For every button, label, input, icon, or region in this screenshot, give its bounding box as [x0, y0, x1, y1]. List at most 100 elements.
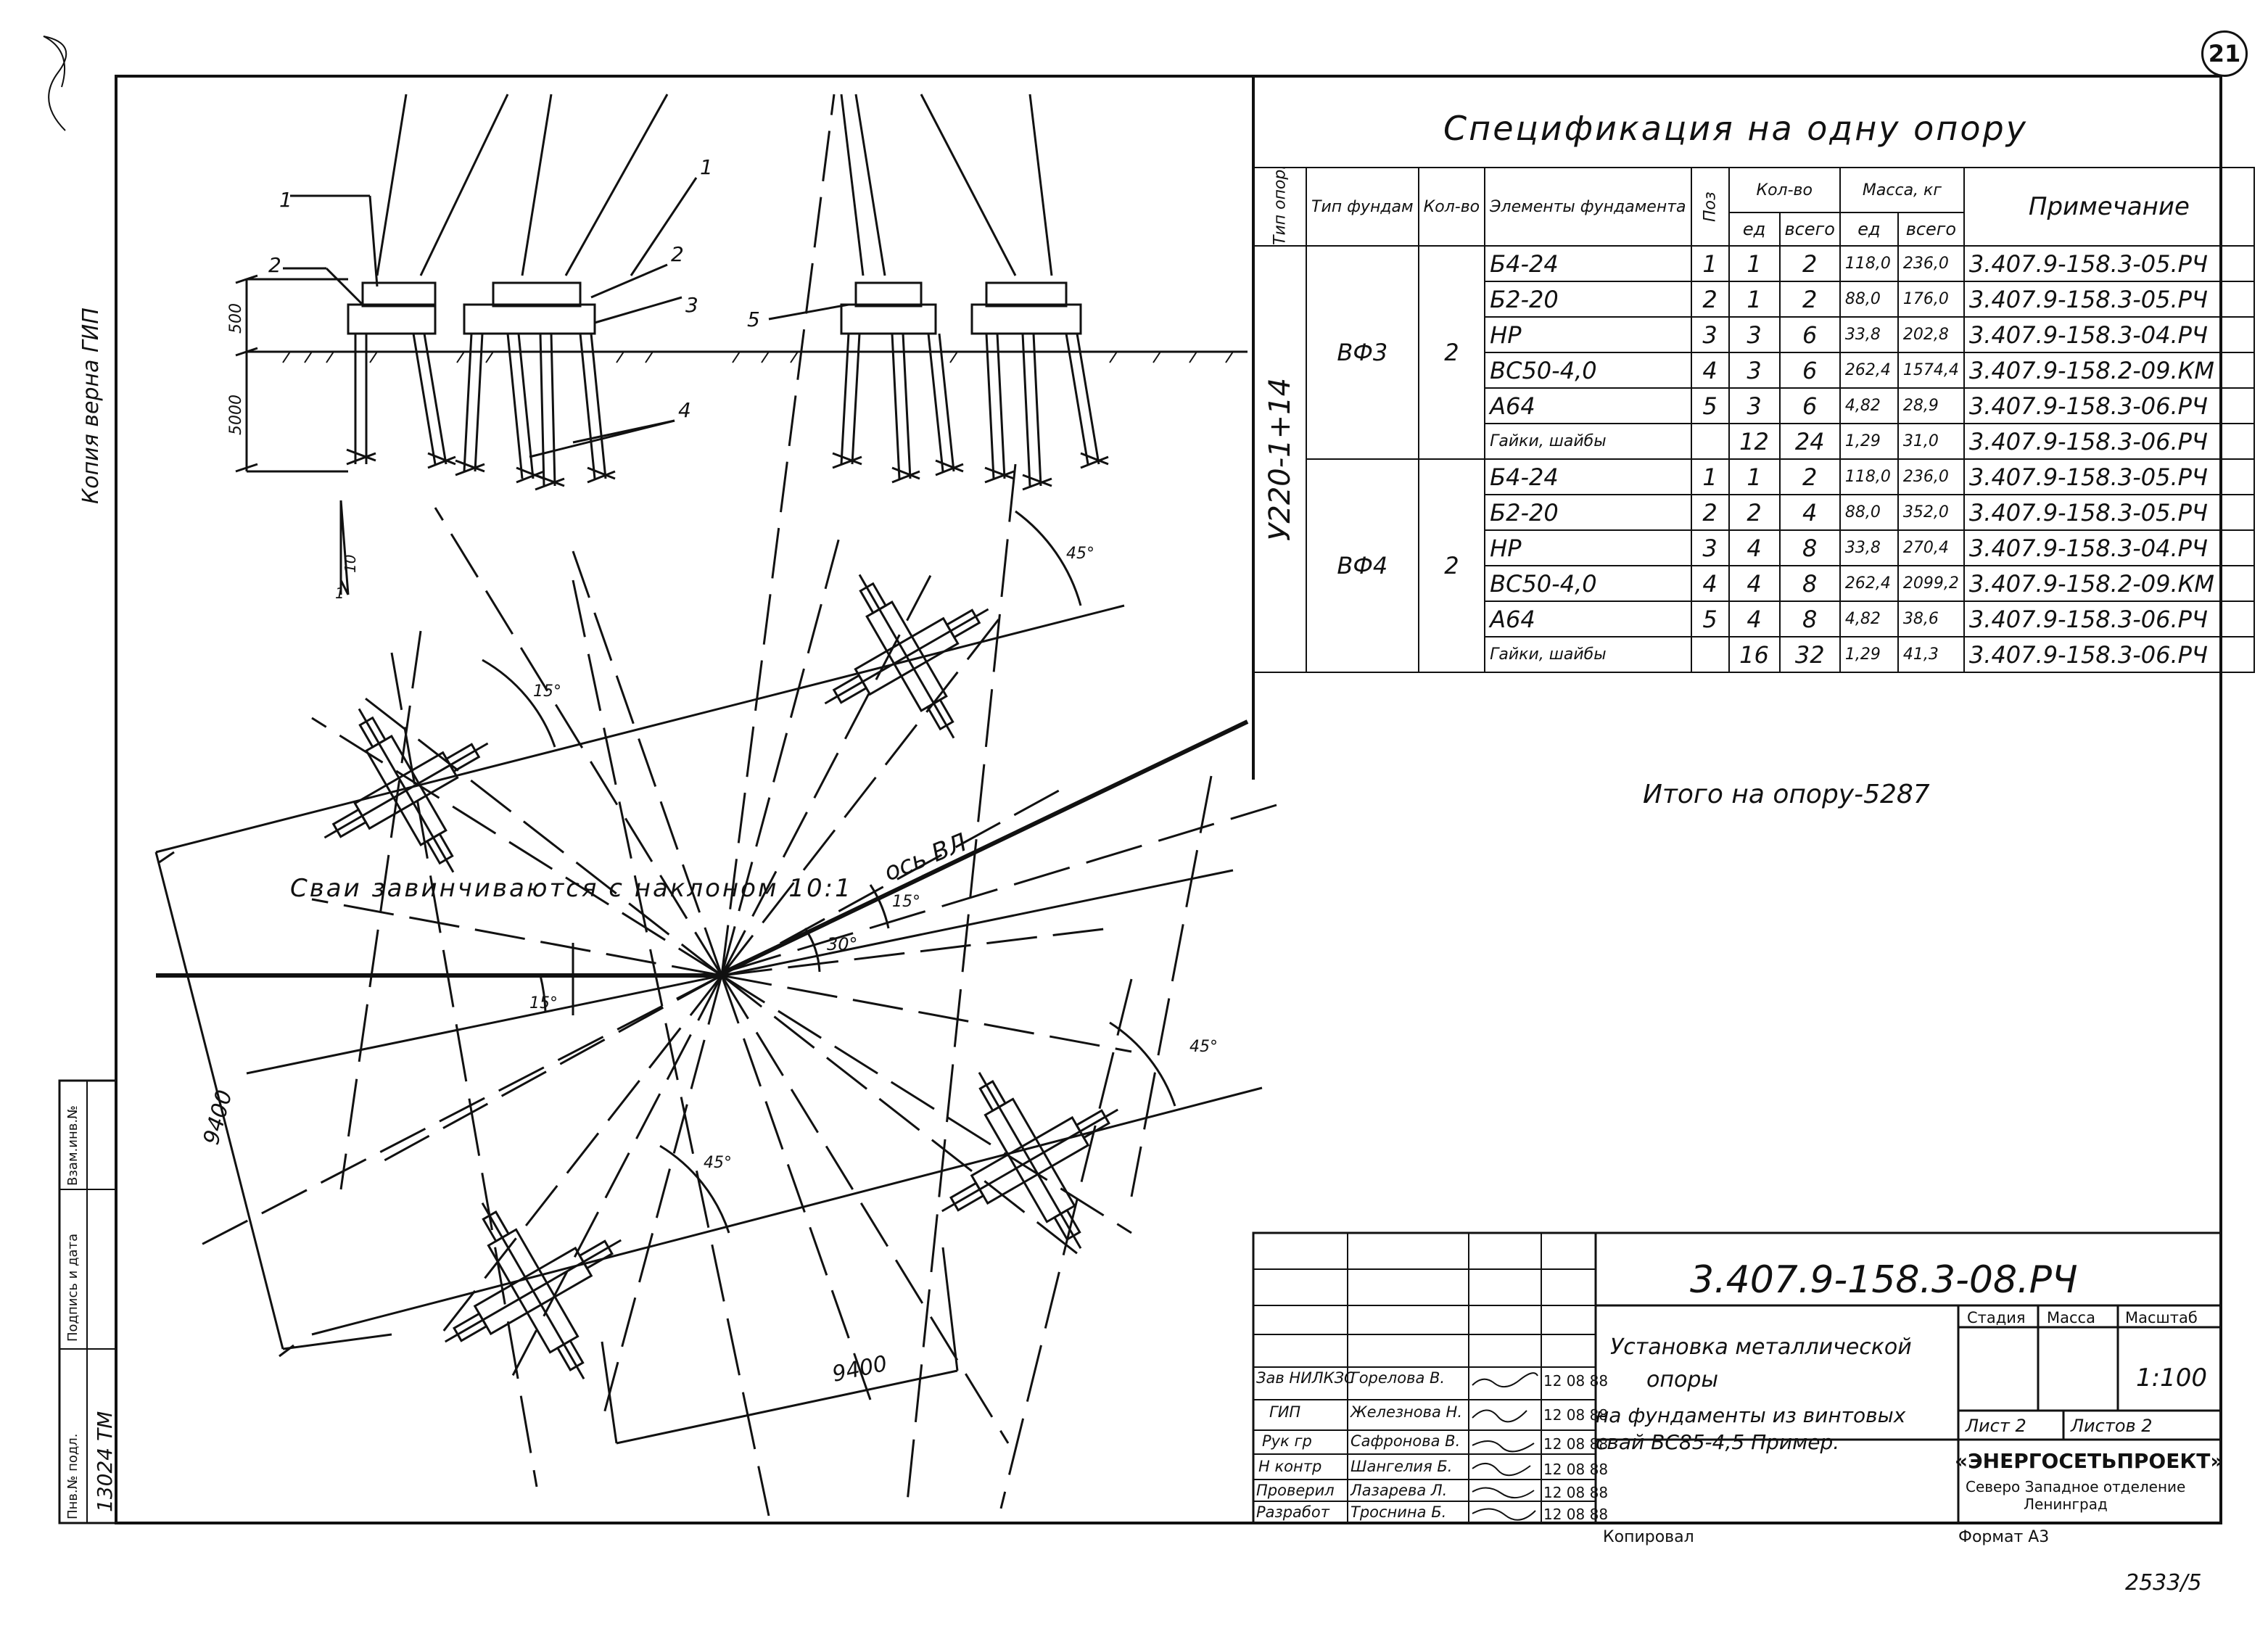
total: 2 [1778, 458, 1841, 495]
sheets-label: Листов 2 [2071, 1416, 2153, 1436]
unit: 1 [1728, 281, 1781, 318]
slope-10: 10 [342, 555, 359, 573]
staff-date: 12 08 88 [1543, 1435, 1609, 1453]
note: 3.407.9-158.3-06.РЧ [1963, 601, 2255, 637]
table-row: У220-1+14 ВФ3 2 Б4-24 1 1 2 118,0 236,0 … [1254, 245, 2255, 672]
col-count-unit: ед [1728, 212, 1781, 247]
staff-role: Рук гр [1262, 1432, 1312, 1450]
unit: 4 [1728, 529, 1781, 566]
mass-total: 202,8 [1897, 316, 1965, 353]
archive-number: 2533/5 [2125, 1570, 2202, 1596]
dim-500: 500 [227, 303, 245, 334]
element: Б4-24 [1484, 245, 1692, 282]
angle-label-5: 15° [892, 893, 920, 911]
unit: 16 [1728, 636, 1781, 673]
staff-name: Железнова Н. [1351, 1403, 1463, 1421]
mass-total: 28,9 [1897, 387, 1965, 424]
section-label-1a: 1 [279, 188, 292, 212]
table-row: Гайки, шайбы 16 32 1,29 41,3 3.407.9-158… [1254, 636, 2255, 673]
note: 3.407.9-158.3-06.РЧ [1963, 636, 2255, 673]
title-line-1: Установка металлической [1610, 1334, 1912, 1360]
total: 4 [1778, 494, 1841, 531]
slope-1: 1 [335, 585, 345, 602]
element: Гайки, шайбы [1484, 636, 1692, 673]
foundation-elevation [235, 94, 1248, 595]
sheet-label: Лист 2 [1966, 1416, 2026, 1436]
organization-name: «ЭНЕРГОСЕТЬПРОЕКТ» [1955, 1449, 2224, 1473]
section-label-4: 4 [678, 398, 691, 422]
title-line-4: свай ВС85-4,5 Пример. [1596, 1430, 1840, 1454]
total: 8 [1778, 529, 1841, 566]
staff-role: ГИП [1269, 1403, 1301, 1421]
total: 6 [1778, 352, 1841, 389]
pos: 1 [1690, 458, 1730, 495]
total: 2 [1778, 245, 1841, 282]
mass-total: 236,0 [1897, 245, 1965, 282]
table-row: Гайки, шайбы 12 24 1,29 31,0 3.407.9-158… [1254, 423, 2255, 460]
note: 3.407.9-158.3-06.РЧ [1963, 387, 2255, 424]
copy-verified-label: Копия верна ГИП [78, 308, 104, 504]
element: ВС50-4,0 [1484, 352, 1692, 389]
table-row: НР 3 3 6 33,8 202,8 3.407.9-158.3-04.РЧ [1254, 316, 2255, 353]
installation-note: Сваи завинчиваются с наклоном 10:1 [290, 874, 853, 903]
section-label-1b: 1 [700, 155, 713, 179]
unit: 3 [1728, 352, 1781, 389]
col-note: Примечание [1963, 167, 2255, 247]
copied-label: Копировал [1603, 1528, 1694, 1546]
note: 3.407.9-158.3-05.РЧ [1963, 281, 2255, 318]
total: 32 [1778, 636, 1841, 673]
total: 24 [1778, 423, 1841, 460]
pos: 3 [1690, 529, 1730, 566]
mass-unit: 33,8 [1839, 316, 1899, 353]
mass-unit: 88,0 [1839, 494, 1899, 531]
pos: 2 [1690, 281, 1730, 318]
element: НР [1484, 529, 1692, 566]
section-label-5: 5 [747, 308, 760, 331]
total: 2 [1778, 281, 1841, 318]
organization-city: Ленинград [2024, 1495, 2108, 1513]
sheet-number-mark: 21 [2201, 30, 2248, 77]
scale-label: Масштаб [2125, 1309, 2198, 1326]
total: 6 [1778, 387, 1841, 424]
staff-role: Разработ [1256, 1503, 1329, 1521]
mass-label: Масса [2047, 1309, 2095, 1326]
mass-unit: 88,0 [1839, 281, 1899, 318]
total: 6 [1778, 316, 1841, 353]
note: 3.407.9-158.3-04.РЧ [1963, 529, 2255, 566]
col-support-type: Тип опоры [1254, 168, 1306, 246]
foundation-plan [154, 94, 1277, 1516]
section-label-2b: 2 [671, 242, 684, 266]
dim-9400-a: 9400 [199, 1087, 238, 1147]
element: ВС50-4,0 [1484, 565, 1692, 602]
mass-total: 236,0 [1897, 458, 1965, 495]
dim-5000: 5000 [227, 395, 245, 435]
foundation-type: ВФ4 [1306, 458, 1419, 673]
col-mass-unit: ед [1839, 212, 1899, 247]
note: 3.407.9-158.3-06.РЧ [1963, 423, 2255, 460]
angle-label-6: 30° [827, 934, 858, 954]
staff-name: Горелова В. [1351, 1369, 1446, 1387]
unit: 12 [1728, 423, 1781, 460]
staff-date: 12 08 88 [1543, 1506, 1609, 1523]
foundation-type: ВФ3 [1306, 245, 1419, 460]
pos: 4 [1690, 352, 1730, 389]
col-foundation-type: Тип фундам [1306, 167, 1419, 247]
pos [1690, 423, 1730, 460]
staff-name: Сафронова В. [1351, 1432, 1461, 1450]
table-row: А64 5 4 8 4,82 38,6 3.407.9-158.3-06.РЧ [1254, 601, 2255, 637]
angle-label-2: 45° [1189, 1038, 1218, 1056]
table-row: ВС50-4,0 4 4 8 262,4 2099,2 3.407.9-158.… [1254, 565, 2255, 602]
axis-label: ось ВЛ [880, 828, 971, 888]
unit: 3 [1728, 316, 1781, 353]
table-row: Б2-20 2 1 2 88,0 176,0 3.407.9-158.3-05.… [1254, 281, 2255, 318]
section-label-2a: 2 [268, 253, 281, 277]
scale-value: 1:100 [2136, 1363, 2207, 1392]
mass-total: 352,0 [1897, 494, 1965, 531]
staff-role: Проверил [1256, 1482, 1335, 1499]
element: А64 [1484, 601, 1692, 637]
staff-name: Троснина Б. [1351, 1503, 1447, 1521]
table-row: ВФ4 2 Б4-24 1 1 2 118,0 236,0 3.407.9-15… [1254, 458, 2255, 673]
foundation-qty: 2 [1417, 245, 1486, 460]
